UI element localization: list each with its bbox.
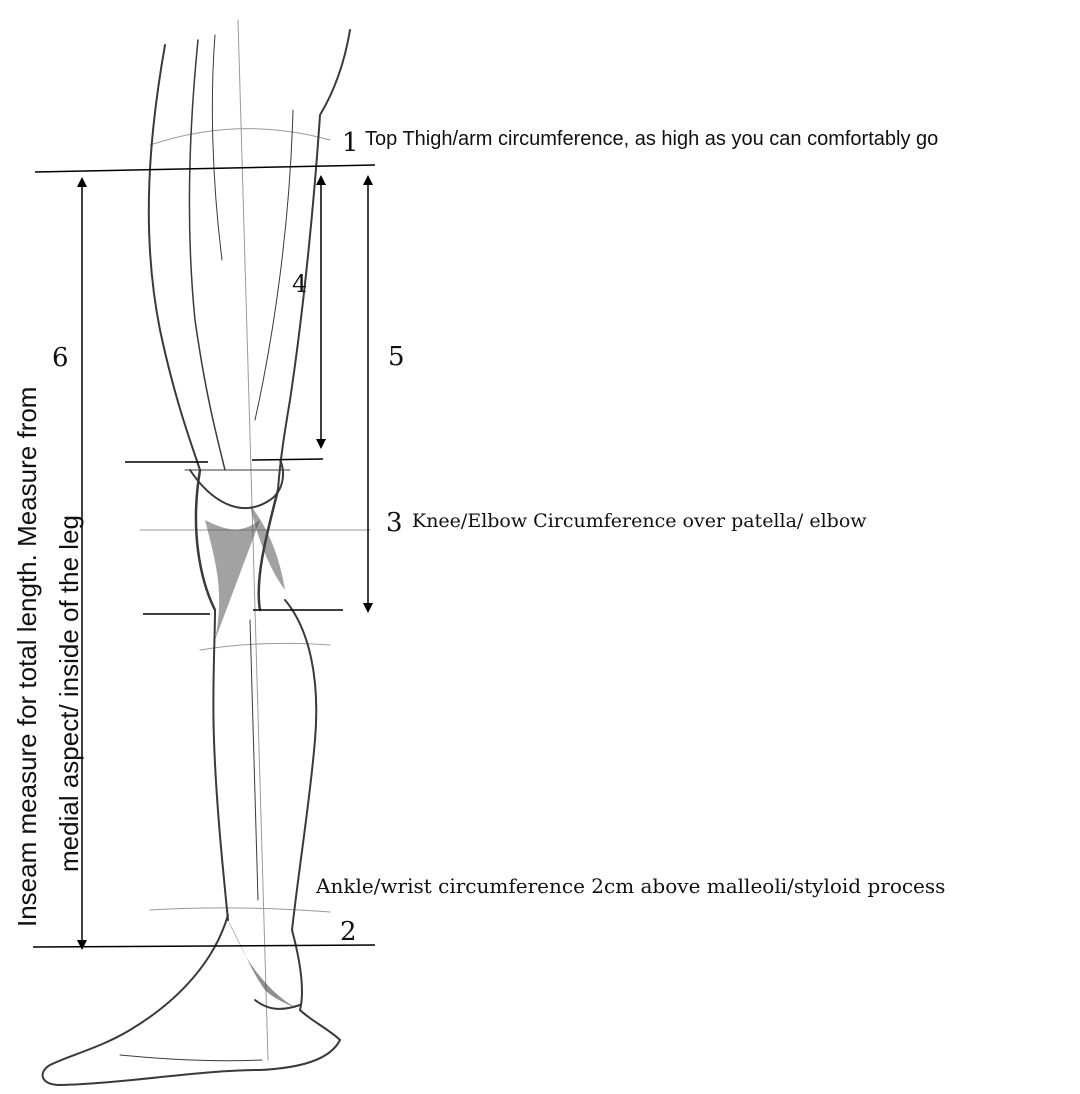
- label-6-number: 6: [52, 343, 69, 373]
- ankle-line: [33, 945, 375, 947]
- inseam-text-line1: Inseam measure for total length. Measure…: [12, 387, 42, 927]
- label-4-number: 4: [292, 270, 307, 298]
- label-2-text: Ankle/wrist circumference 2cm above mall…: [315, 874, 945, 898]
- thigh-line: [35, 165, 375, 172]
- label-5-number: 5: [388, 342, 405, 372]
- label-3-text: Knee/Elbow Circumference over patella/ e…: [412, 510, 867, 532]
- leg-sketch-icon: [43, 20, 370, 1085]
- label-1-text: Top Thigh/arm circumference, as high as …: [365, 128, 938, 150]
- label-3-number: 3: [386, 508, 403, 538]
- inseam-text-line2: medial aspect/ inside of the leg: [54, 515, 84, 872]
- label-2-number: 2: [340, 917, 357, 947]
- knee-upper-line-right: [252, 459, 323, 460]
- label-1-number: 1: [342, 128, 359, 158]
